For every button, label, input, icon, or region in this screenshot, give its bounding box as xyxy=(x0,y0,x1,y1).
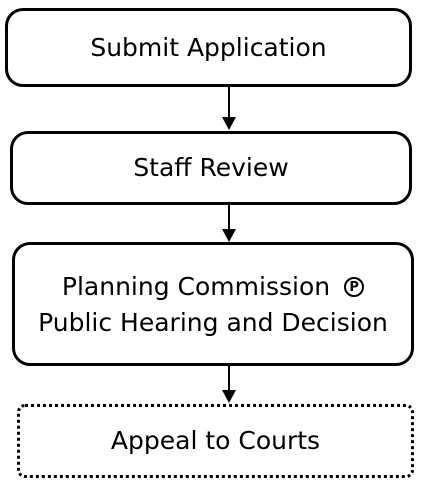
step-planning-commission: Planning Commission P Public Hearing and… xyxy=(12,242,414,366)
circled-letter-p-icon: P xyxy=(344,277,365,297)
down-arrow-icon xyxy=(222,87,236,130)
down-arrow-icon xyxy=(222,366,236,403)
step-submit-application: Submit Application xyxy=(5,8,412,87)
step-staff-review: Staff Review xyxy=(10,131,412,205)
step-public-hearing-label: Public Hearing and Decision xyxy=(38,308,388,337)
step-appeal-to-courts: Appeal to Courts xyxy=(17,404,414,478)
down-arrow-icon xyxy=(222,205,236,242)
step-appeal-to-courts-label: Appeal to Courts xyxy=(110,426,321,455)
step-planning-commission-label: Planning Commission xyxy=(61,272,331,301)
step-submit-application-label: Submit Application xyxy=(90,32,327,62)
planning-commission-header: Planning Commission P xyxy=(61,272,365,302)
step-staff-review-label: Staff Review xyxy=(133,153,289,182)
